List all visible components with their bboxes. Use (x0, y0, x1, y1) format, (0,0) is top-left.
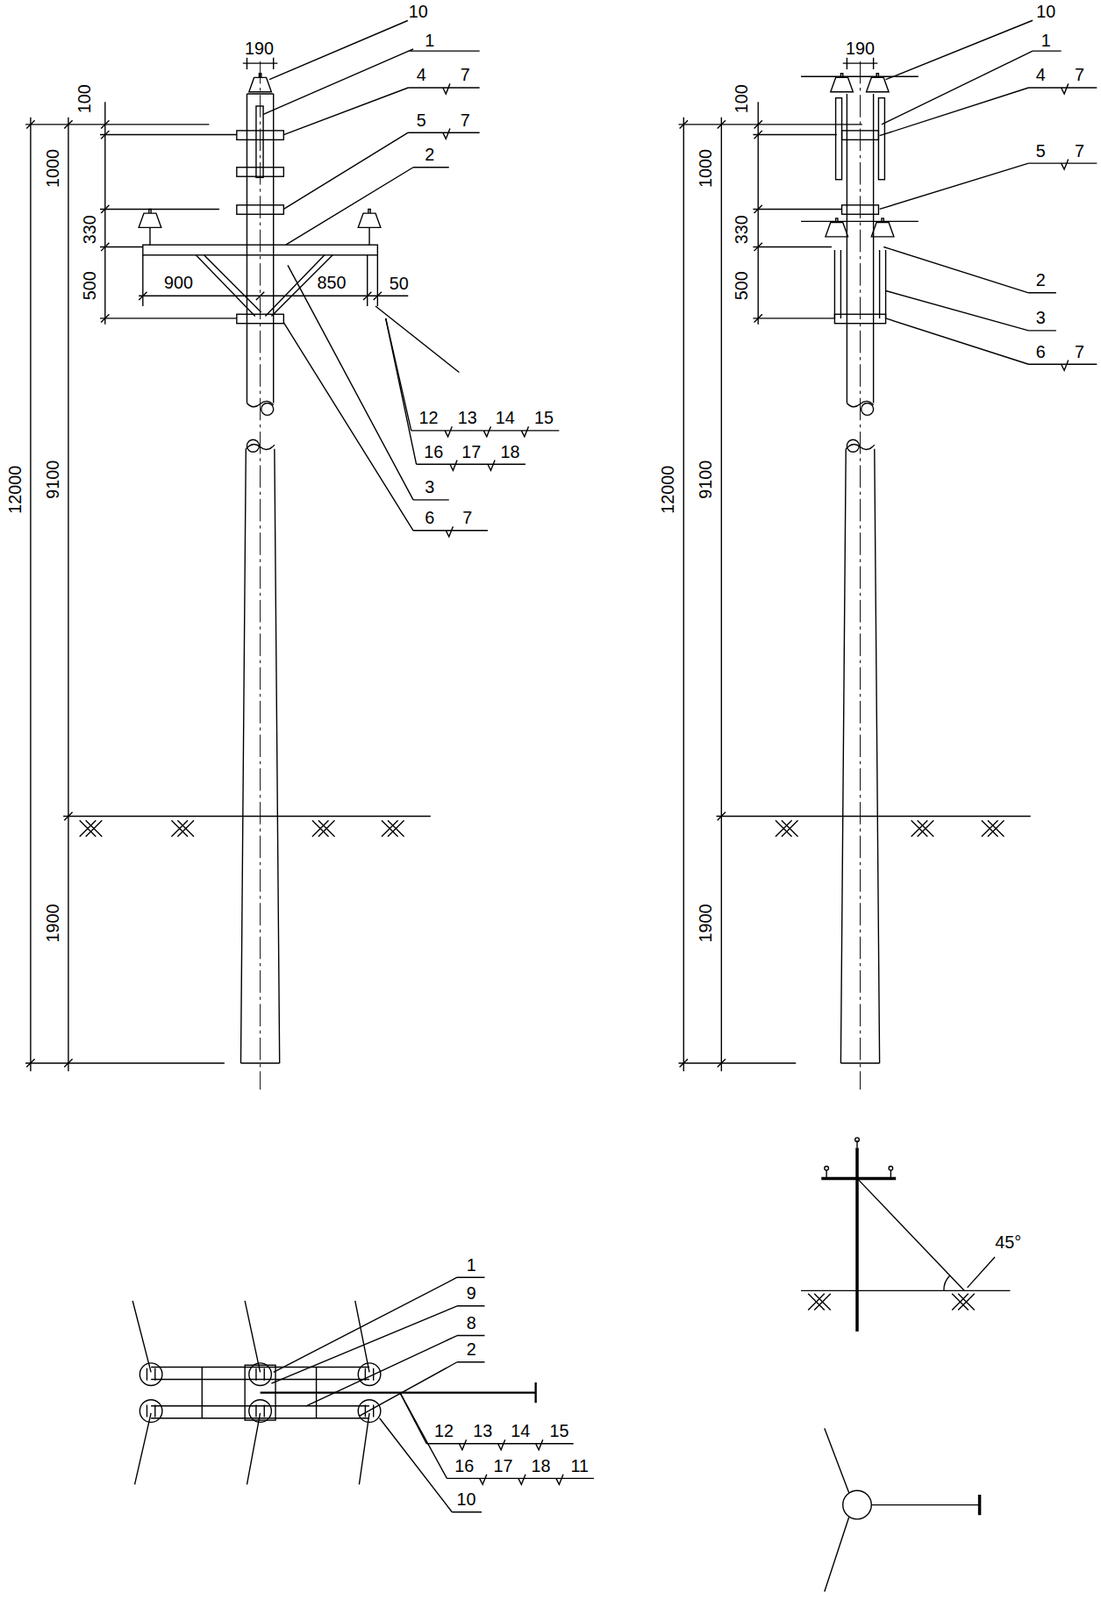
dimension-text: 1900 (697, 902, 715, 944)
callout-number: 7 (1073, 142, 1086, 160)
callout-number: 1 (1040, 32, 1052, 51)
callout-number: 5 (415, 111, 428, 129)
callout-number: 4 (415, 66, 428, 85)
callout-number: 6 (1035, 343, 1047, 361)
dimension-text: 330 (733, 214, 751, 245)
callout-number: 5 (1035, 142, 1047, 160)
callout-number: 7 (1073, 343, 1086, 361)
callout-number: 10 (1035, 3, 1057, 22)
callout-number: 16 (453, 1458, 475, 1476)
callout-number: 10 (455, 1491, 477, 1509)
dimension-text: 100 (76, 83, 94, 115)
dimension-text: 1000 (44, 148, 63, 189)
callout-number: 6 (423, 509, 436, 528)
callout-number: 17 (460, 443, 482, 461)
callout-number: 4 (1035, 66, 1047, 85)
dimension-text: 500 (733, 270, 751, 301)
dimension-text: 500 (80, 270, 99, 301)
callout-number: 12 (433, 1422, 455, 1441)
callout-number: 900 (163, 273, 194, 292)
callout-number: 190 (844, 40, 876, 58)
callout-number: 11 (569, 1458, 590, 1476)
callout-number: 9 (465, 1285, 478, 1303)
callout-number: 15 (548, 1422, 570, 1441)
callout-number: 8 (465, 1315, 478, 1333)
callout-number: 2 (1035, 271, 1047, 290)
dimension-text: 9100 (697, 458, 715, 500)
callout-number: 1 (465, 1256, 478, 1274)
callout-number: 3 (423, 479, 436, 497)
callout-number: 2 (423, 146, 436, 165)
callout-number: 190 (243, 40, 275, 58)
callout-number: 15 (533, 409, 555, 428)
callout-number: 7 (1073, 66, 1086, 85)
callout-number: 7 (459, 66, 472, 85)
callout-number: 10 (407, 3, 429, 22)
dimension-text: 9100 (44, 458, 63, 500)
dimension-text: 100 (733, 83, 751, 115)
callout-number: 16 (422, 443, 444, 461)
callout-number: 7 (461, 509, 473, 528)
callout-number: 1 (423, 32, 436, 51)
callout-number: 50 (388, 274, 410, 293)
callout-number: 18 (499, 443, 521, 461)
callout-number: 7 (459, 111, 472, 129)
callout-number: 18 (529, 1458, 551, 1476)
dimension-text: 12000 (7, 464, 25, 515)
dimension-text: 1900 (44, 902, 63, 944)
callout-number: 45° (993, 1234, 1023, 1252)
callout-number: 13 (471, 1422, 494, 1441)
dimension-text: 12000 (659, 464, 678, 515)
callout-number: 13 (457, 409, 479, 428)
callout-number: 850 (315, 273, 347, 292)
callout-number: 12 (417, 409, 439, 428)
callout-number: 14 (509, 1422, 531, 1441)
dimension-text: 1000 (697, 148, 715, 189)
callout-number: 14 (494, 409, 516, 428)
callout-number: 2 (465, 1341, 478, 1359)
dimension-text: 330 (80, 214, 99, 245)
callout-number: 3 (1035, 309, 1047, 328)
callout-number: 17 (492, 1458, 514, 1476)
